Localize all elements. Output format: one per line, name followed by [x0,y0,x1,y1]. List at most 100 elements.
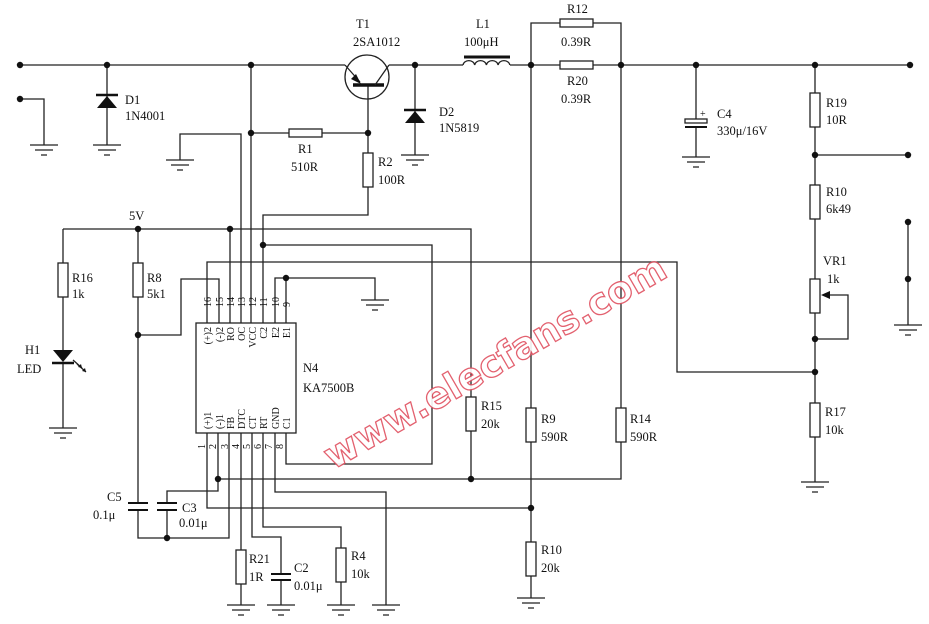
pin-name: OC [237,327,248,341]
capacitor-C5 [128,502,148,511]
value-R8: 5k1 [147,287,166,301]
pin-number: 14 [226,297,237,307]
pin-name: VCC [248,327,259,348]
resistor-R2 [362,152,374,188]
label-T1: T1 [356,17,370,31]
label-N4: N4 [303,361,319,375]
capacitor-C4: + [684,109,708,128]
label-L1: L1 [476,17,490,31]
label-R8: R8 [147,271,162,285]
pin-number: 5 [242,444,253,449]
capacitor-C2 [271,573,291,581]
resistor-R9 [525,407,537,443]
pin-name: GND [271,407,282,429]
watermark: www.elecfans.com [316,246,674,477]
label-R17: R17 [825,405,846,419]
label-R15: R15 [481,399,502,413]
resistor-R10-bottom [525,541,537,577]
pin-name: FB [226,416,237,429]
resistor-R12 [559,18,594,28]
pin-name: E2 [271,327,282,338]
value-VR1: 1k [827,272,840,286]
potentiometer-VR1 [809,278,821,314]
label-R10: R10 [826,185,847,199]
label-R9: R9 [541,412,556,426]
label-R19: R19 [826,96,847,110]
pin-name: DTC [237,409,248,429]
resistor-R10 [809,184,821,220]
pin-number: 11 [259,297,270,307]
component-labels: D1 1N4001 T1 2SA1012 L1 100μH R12 0.39R … [17,2,851,593]
pin-name: (+)1 [203,412,214,429]
label-R14: R14 [630,412,652,426]
value-R15: 20k [481,417,501,431]
net-label-5v: 5V [129,209,144,223]
pin-number: 15 [215,297,226,307]
value-R10-bottom: 20k [541,561,561,575]
pin-number: 2 [208,444,219,449]
label-R21: R21 [249,552,270,566]
label-H1: H1 [25,343,40,357]
resistor-R19 [809,92,821,128]
ic-N4-body [195,322,297,434]
label-C5: C5 [107,490,122,504]
pin-name: (-)2 [215,327,226,342]
pin-number: 9 [282,302,293,307]
label-D1: D1 [125,93,140,107]
value-C2: 0.01μ [294,579,323,593]
label-R2: R2 [378,155,393,169]
pin-number: 12 [248,297,259,307]
value-N4: KA7500B [303,381,354,395]
ic-bottom-pins: (+)1 (-)1 FB DTC CT RT GND C1 1 2 3 4 5 … [197,407,293,449]
ic-top-pins: 16 15 14 13 12 11 10 9 (+)2 (-)2 RO OC V… [203,297,293,348]
transistor-T1 [344,54,390,100]
pin-number: 7 [264,444,275,449]
value-L1: 100μH [464,35,498,49]
value-R14: 590R [630,430,658,444]
resistor-R4 [335,547,347,583]
pin-name: CT [248,416,259,429]
plus-icon: + [700,109,706,120]
label-VR1: VR1 [823,254,847,268]
inductor-L1 [462,55,511,66]
value-T1: 2SA1012 [353,35,400,49]
capacitor-C3 [157,502,177,511]
diode-D2 [404,108,426,123]
value-R21: 1R [249,570,264,584]
pin-name: (-)1 [215,414,226,429]
resistor-R8 [132,262,144,298]
pin-name: RO [226,327,237,341]
resistor-R16 [57,262,69,298]
resistor-R14 [615,407,627,443]
value-R17: 10k [825,423,845,437]
value-R12: 0.39R [561,35,592,49]
pin-number: 4 [231,444,242,449]
value-C3: 0.01μ [179,516,208,530]
label-R4: R4 [351,549,366,563]
label-R12: R12 [567,2,588,16]
pin-name: C2 [259,327,270,339]
pin-number: 10 [271,297,282,307]
label-C4: C4 [717,107,732,121]
pin-name: C1 [282,417,293,429]
pin-number: 6 [253,444,264,449]
value-R10: 6k49 [826,202,851,216]
label-R20: R20 [567,74,588,88]
pin-number: 1 [197,444,208,449]
value-D1: 1N4001 [125,109,165,123]
pin-name: E1 [282,327,293,338]
value-R9: 590R [541,430,569,444]
value-R2: 100R [378,173,406,187]
value-D2: 1N5819 [439,121,479,135]
value-C5: 0.1μ [93,508,116,522]
resistor-R20 [559,60,594,70]
wiper-arrow-icon [821,291,830,299]
value-R4: 10k [351,567,371,581]
label-D2: D2 [439,105,454,119]
pin-name: (+)2 [203,327,214,344]
value-R1: 510R [291,160,319,174]
label-R10-bottom: R10 [541,543,562,557]
resistor-R17 [809,402,821,438]
value-R20: 0.39R [561,92,592,106]
